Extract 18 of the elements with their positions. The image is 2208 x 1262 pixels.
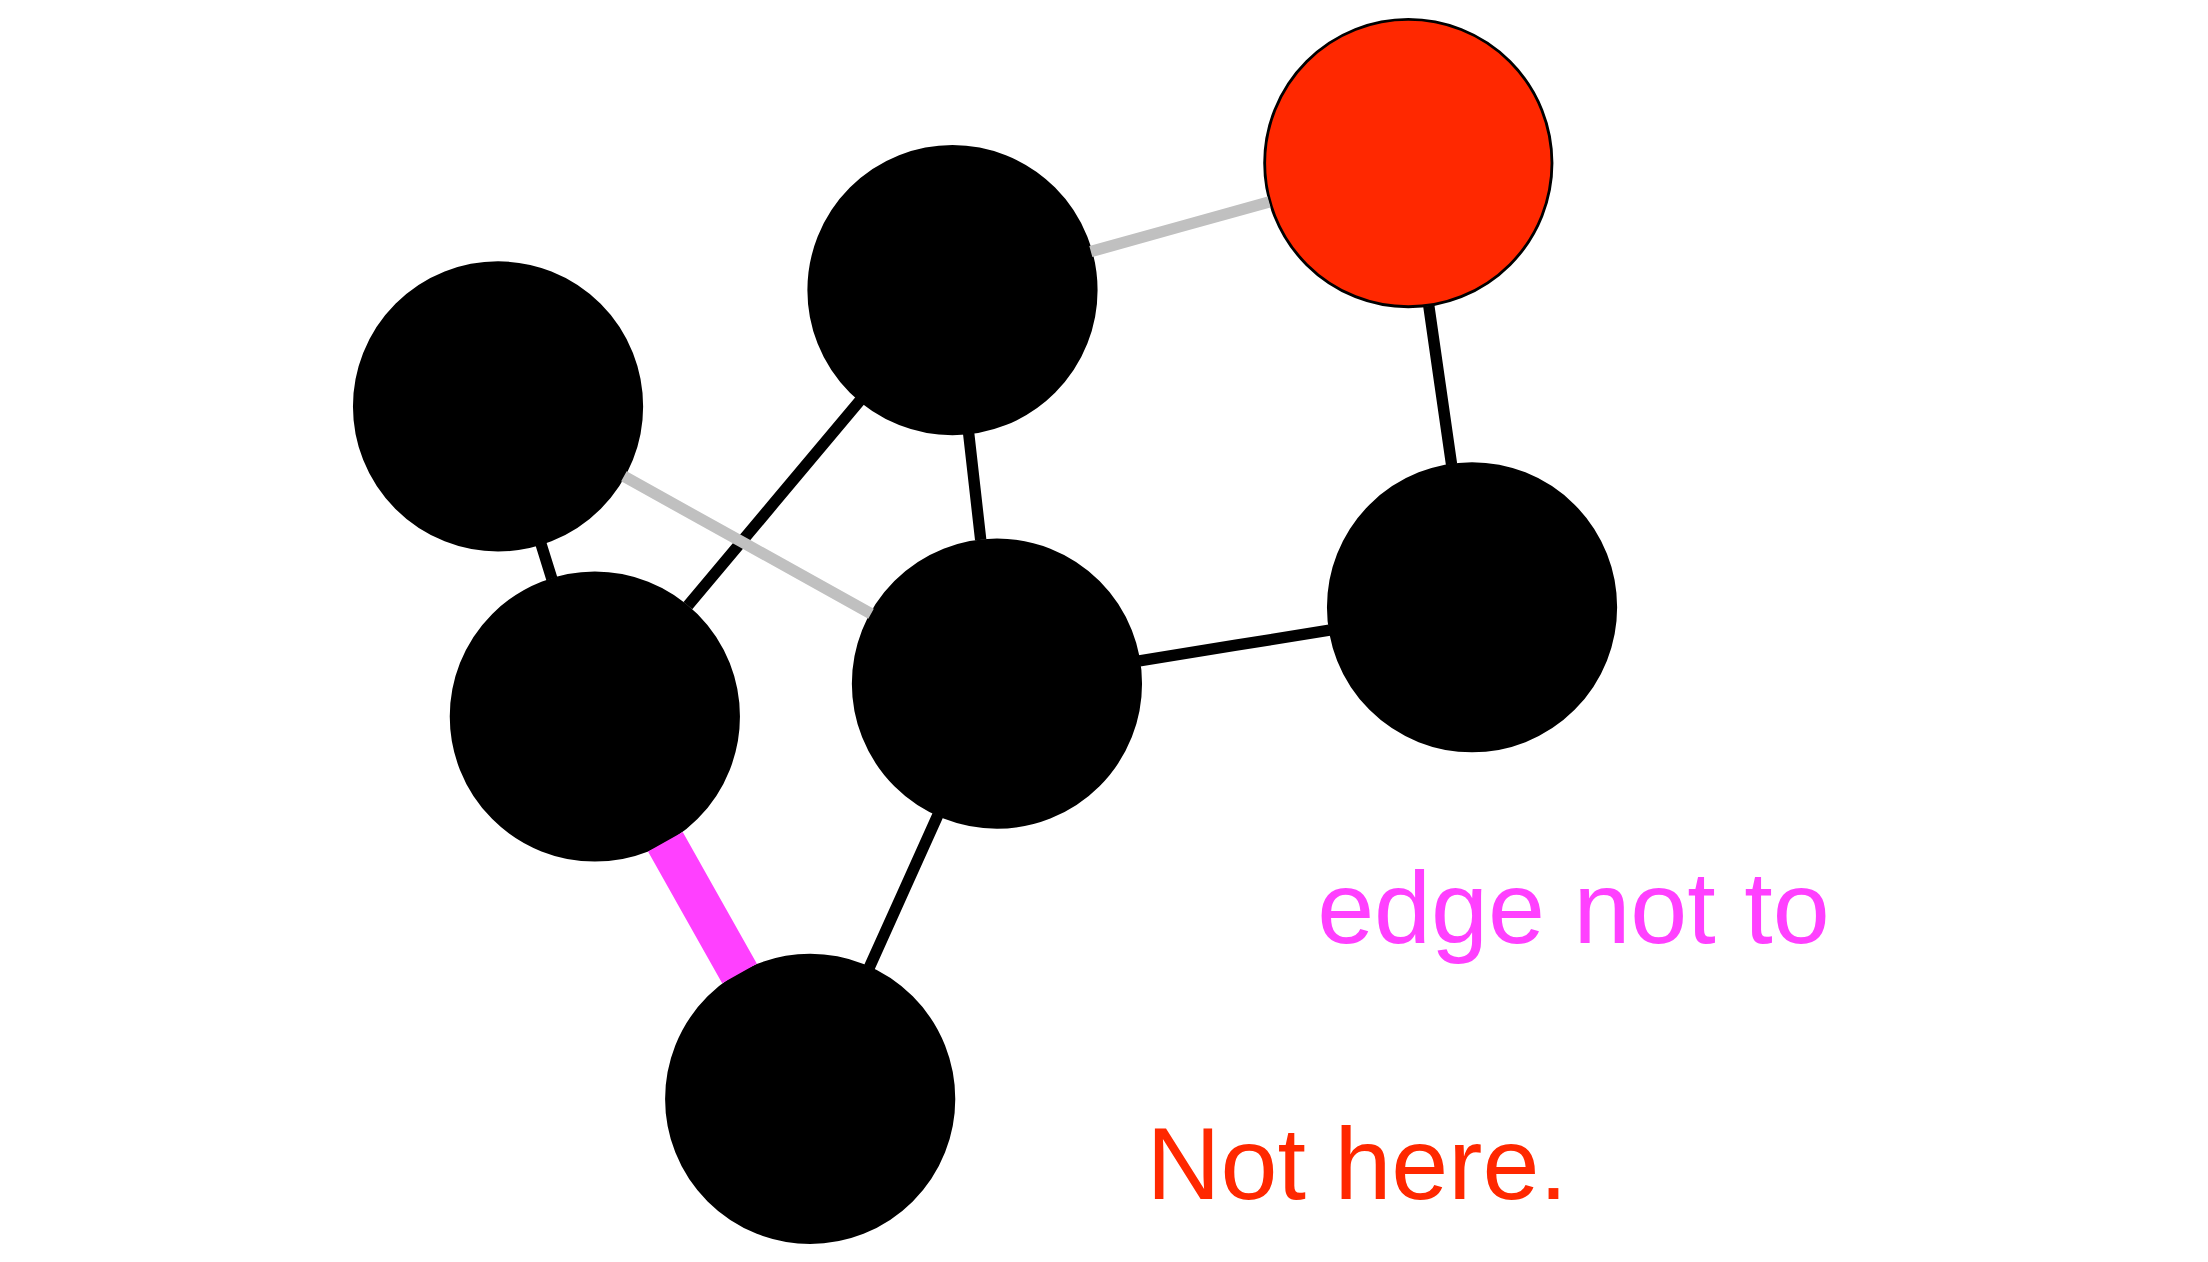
- node-circle: [1263, 17, 1554, 309]
- node-circle: [851, 538, 1143, 829]
- connector: [1423, 305, 1458, 466]
- connector: [864, 812, 944, 970]
- node-circle: [449, 571, 740, 862]
- connector: [1138, 624, 1331, 667]
- connector: [683, 396, 865, 610]
- connector: [621, 471, 874, 619]
- connector: [963, 432, 987, 541]
- node-circle: [352, 261, 644, 552]
- label: edge not to: [1317, 850, 1830, 966]
- connector: [1089, 196, 1271, 258]
- node-circle: [1326, 462, 1618, 753]
- node-circle: [665, 953, 956, 1244]
- node-circle: [807, 145, 1098, 436]
- connector: [535, 541, 558, 581]
- connector: [648, 832, 757, 984]
- label: Not here.: [1146, 1106, 1568, 1222]
